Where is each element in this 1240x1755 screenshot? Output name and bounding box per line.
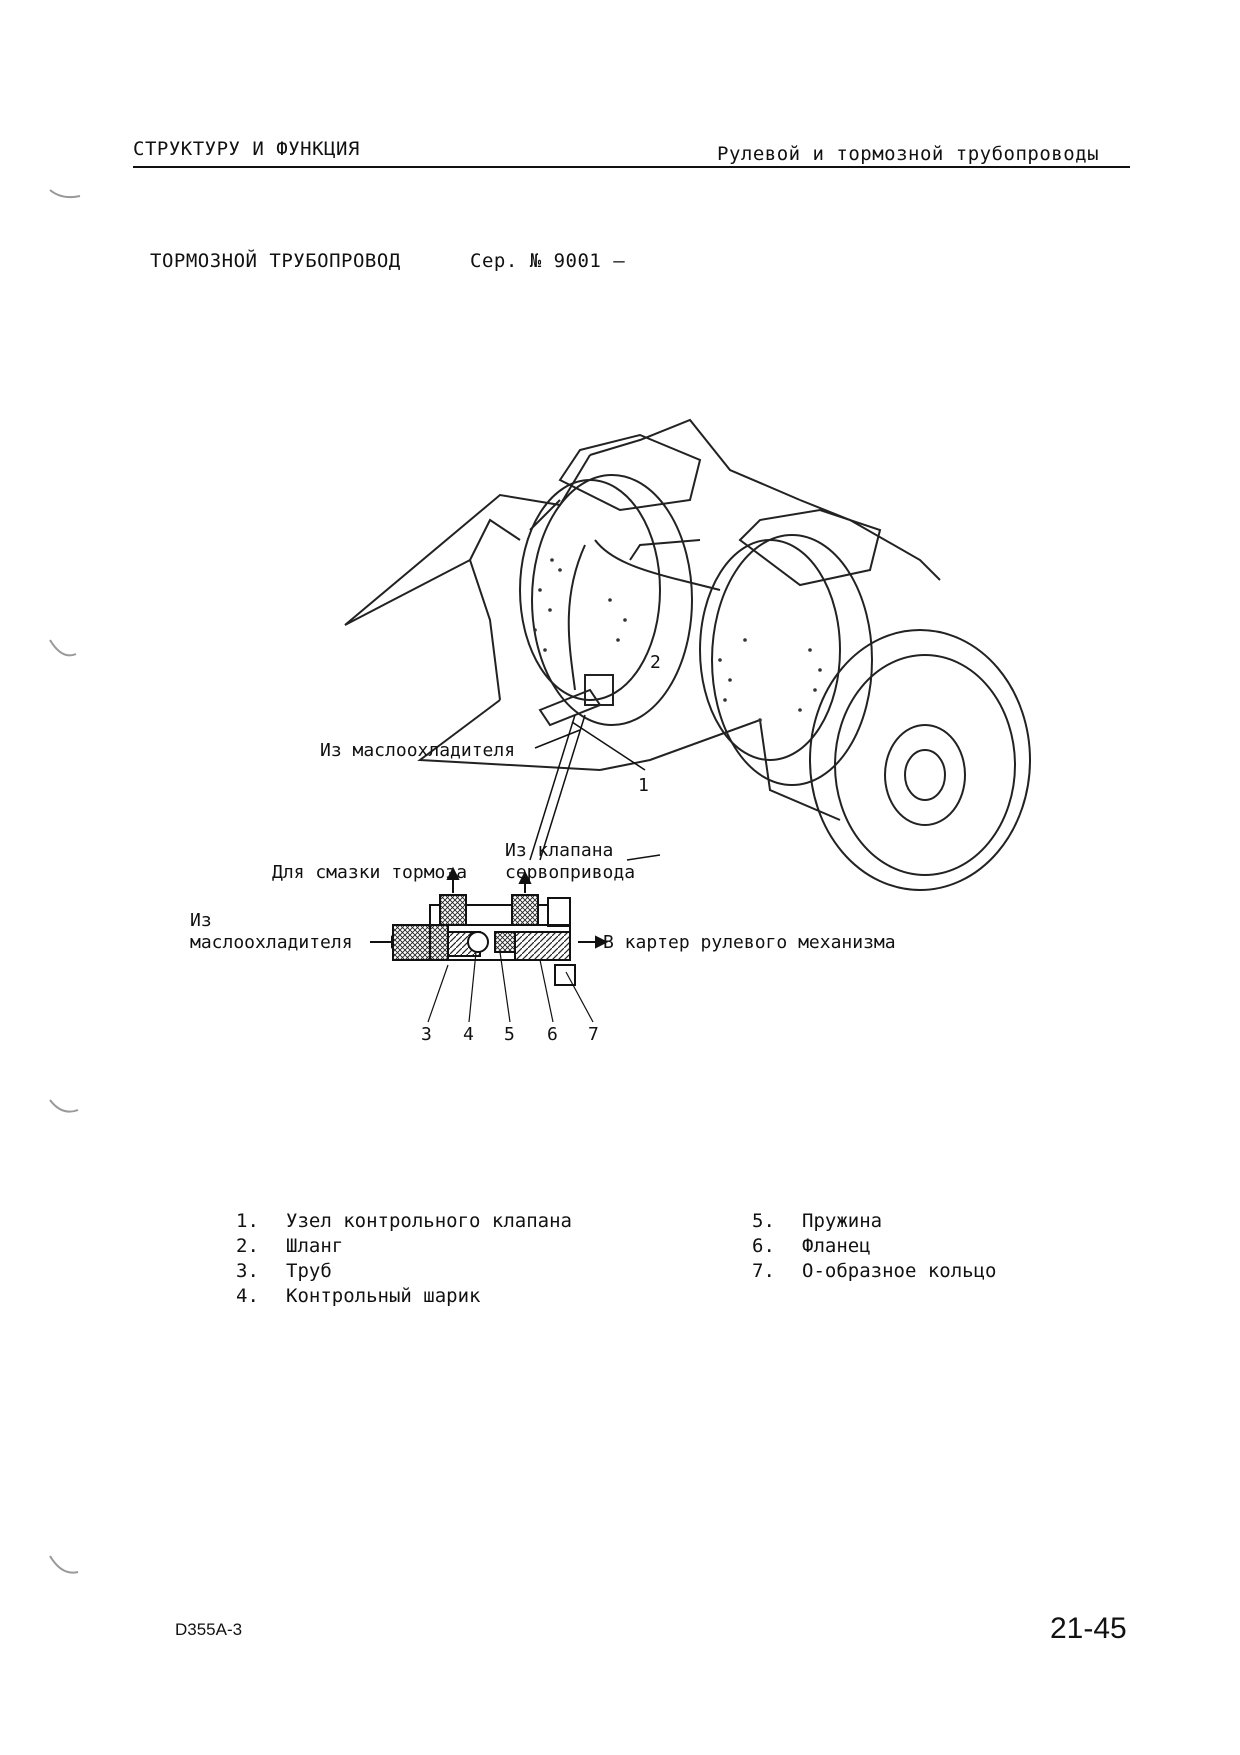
callout-5: 5 [504,1024,515,1045]
label-from-cooler-top: Из маслоохладителя [320,740,516,761]
header-left: СТРУКТУРУ И ФУНКЦИЯ [133,138,360,160]
legend-left: 1.Узел контрольного клапана 2.Шланг 3.Тр… [236,1210,572,1310]
label-brake-lube: Для смазки тормоза [272,862,468,883]
legend-item: 3.Труб [236,1260,332,1282]
callout-6: 6 [547,1024,558,1045]
callout-4: 4 [463,1024,474,1045]
callout-7: 7 [588,1024,599,1045]
header-rule [133,166,1130,168]
legend-item: 6.Фланец [752,1235,871,1257]
label-from-cooler-left-line1: Из [190,910,212,931]
page-number: 21-45 [1050,1612,1127,1645]
label-from-cooler-left-line2: маслоохладителя [190,932,353,953]
serial-number: Сер. № 9001 — [470,250,626,272]
legend-item: 2.Шланг [236,1235,344,1257]
callout-2: 2 [650,652,661,673]
legend-right: 5.Пружина 6.Фланец 7.О-образное кольцо [752,1210,996,1285]
callout-1: 1 [638,775,649,796]
legend-item: 1.Узел контрольного клапана [236,1210,572,1232]
label-from-valve-line2: сервопривода [505,862,636,883]
legend-item: 4.Контрольный шарик [236,1285,481,1307]
label-to-steering-case: В картер рулевого механизма [603,932,896,953]
model-code: D355A-3 [175,1620,243,1639]
callout-3: 3 [421,1024,432,1045]
header-right: Рулевой и тормозной трубопроводы [717,143,1100,165]
legend-item: 5.Пружина [752,1210,883,1232]
section-title: ТОРМОЗНОЙ ТРУБОПРОВОД [150,250,401,272]
legend-item: 7.О-образное кольцо [752,1260,997,1282]
label-from-valve-line1: Из клапана [505,840,614,861]
